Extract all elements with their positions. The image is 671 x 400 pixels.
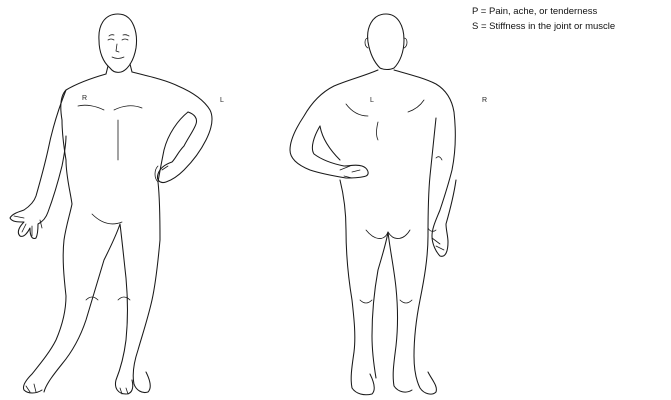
back-figure xyxy=(290,14,456,395)
front-body-right-edge xyxy=(133,112,188,393)
back-right-label: R xyxy=(482,97,487,104)
front-legs-inner xyxy=(44,224,133,394)
back-right-arm xyxy=(290,70,378,178)
front-right-label: R xyxy=(82,95,87,102)
back-legs-inner xyxy=(372,232,412,392)
back-body-right-edge xyxy=(414,118,436,394)
back-head xyxy=(368,14,404,70)
back-left-label: L xyxy=(370,97,374,104)
front-left-arm xyxy=(132,72,212,183)
front-body-left-edge xyxy=(23,74,106,393)
back-left-arm xyxy=(394,70,456,256)
back-left-hand xyxy=(428,228,444,250)
front-head xyxy=(99,14,137,72)
front-feet xyxy=(26,384,128,394)
back-right-hand xyxy=(340,166,360,178)
front-left-label: L xyxy=(220,97,224,104)
front-figure xyxy=(10,14,212,394)
back-knees xyxy=(360,300,412,303)
front-right-arm xyxy=(10,90,66,239)
front-torso-detail xyxy=(78,105,142,300)
